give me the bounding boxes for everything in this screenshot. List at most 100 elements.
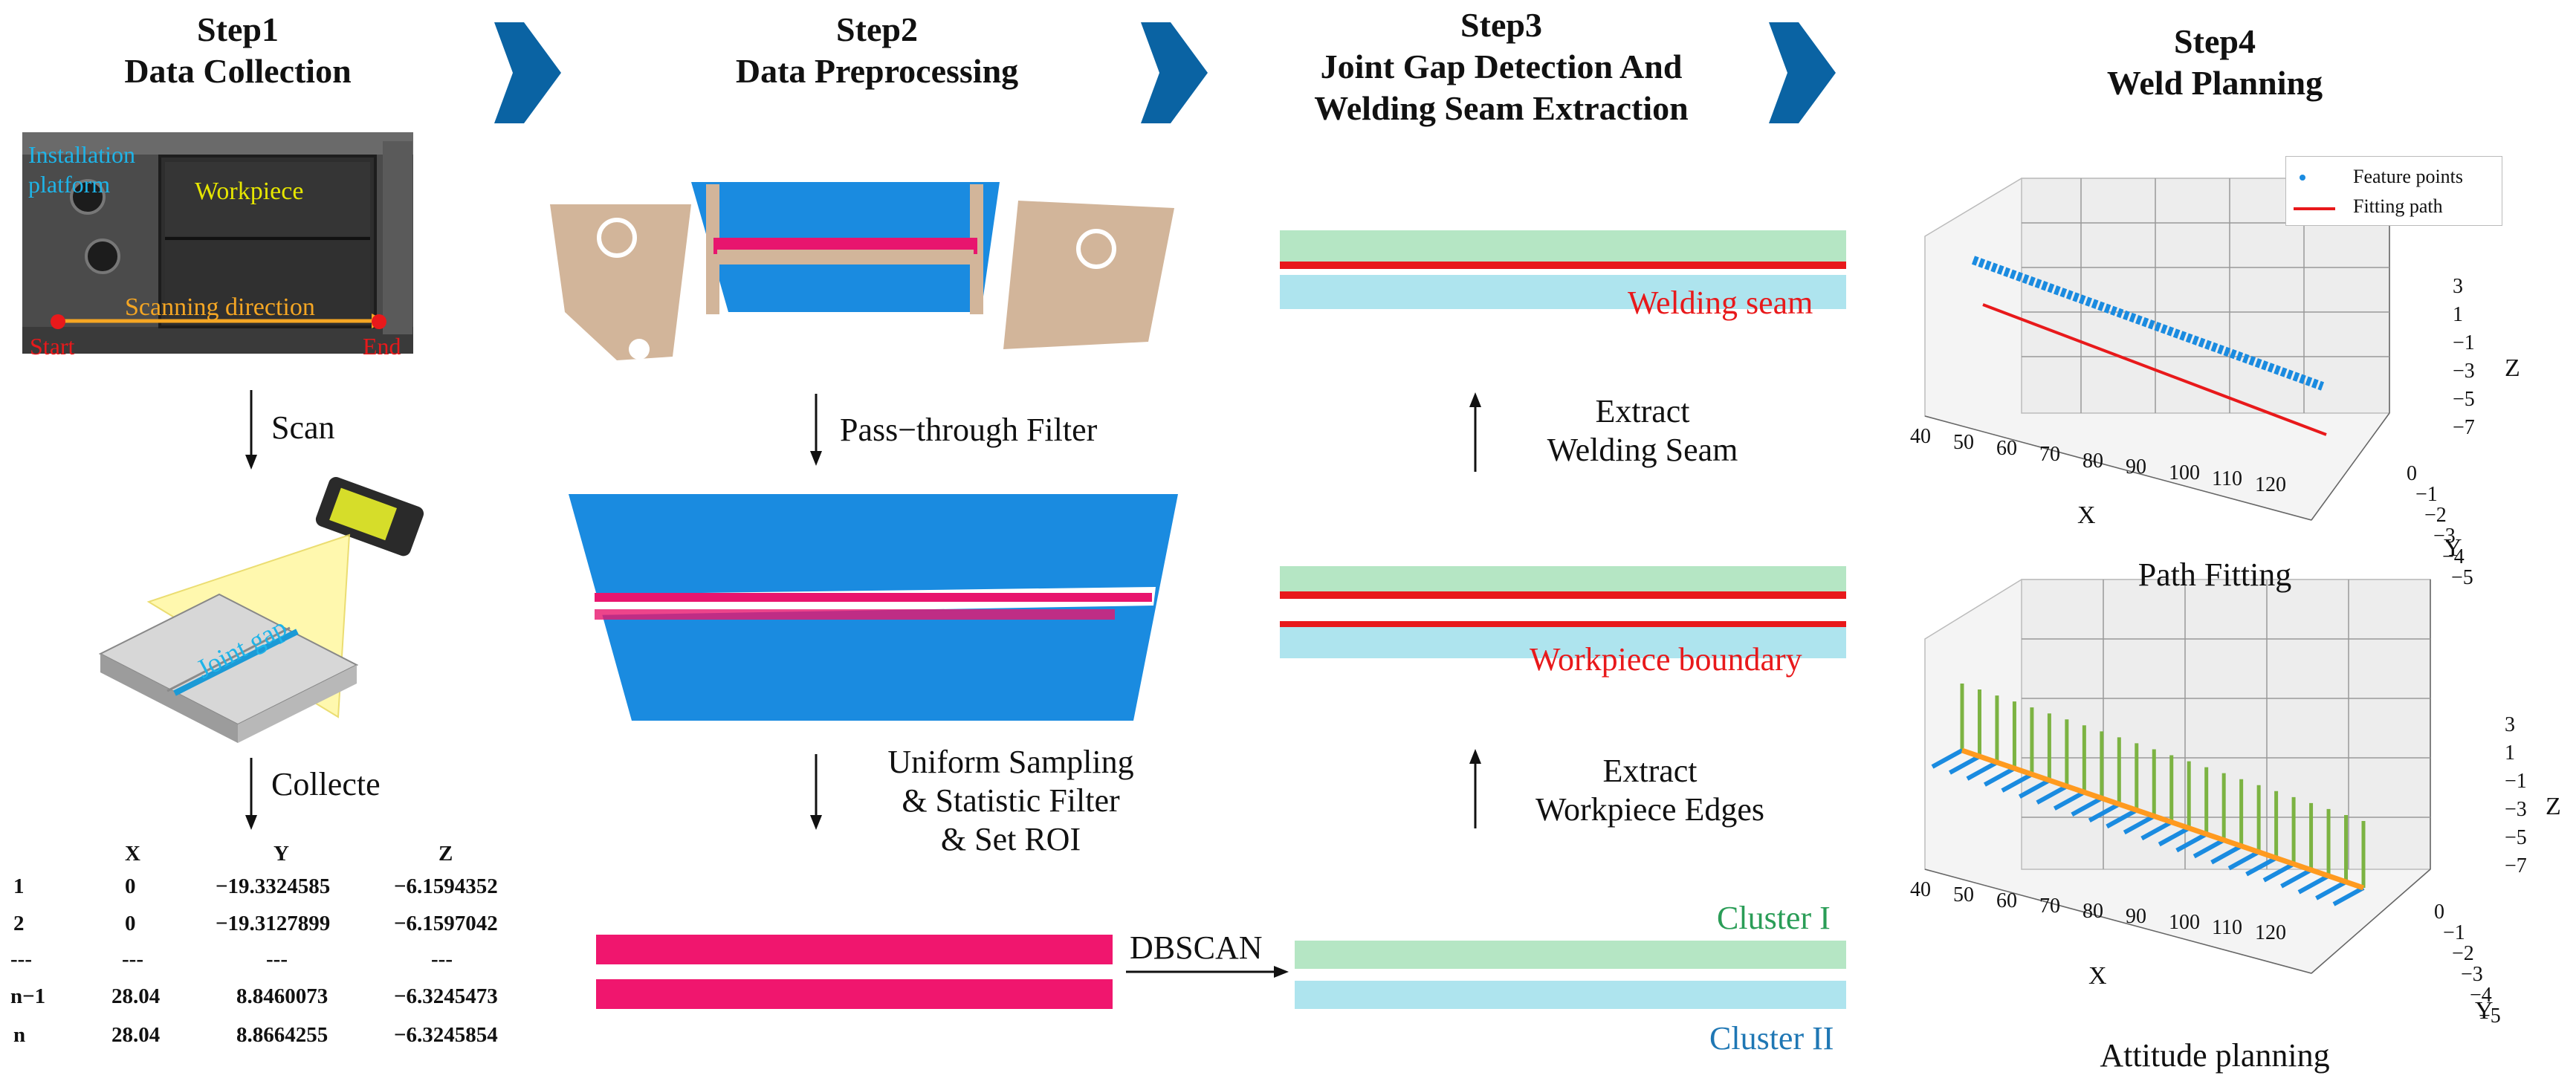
- z-tick-label: −7: [2453, 416, 2475, 439]
- table-row-index: ---: [10, 947, 32, 971]
- plot2-z-axis-label: Z: [2546, 793, 2561, 820]
- step-arrow-3: [1769, 22, 1836, 123]
- workpiece-boundary-label: Workpiece boundary: [1530, 641, 1802, 678]
- x-tick-label: 70: [2039, 443, 2060, 467]
- pose-direction-vector: [1983, 766, 2016, 787]
- step3-title: Step3 Joint Gap Detection And Welding Se…: [1219, 4, 1784, 129]
- plot2-x-axis-label: X: [2088, 962, 2107, 990]
- x-tick-label: 40: [1910, 878, 1931, 901]
- y-tick-label: −2: [2452, 942, 2474, 965]
- y-tick-label: −2: [2424, 504, 2447, 527]
- extract-seam-label: Extract Welding Seam: [1501, 392, 1784, 470]
- y-tick-label: −3: [2461, 963, 2483, 986]
- table-row-index: n: [13, 1023, 26, 1047]
- x-tick-label: 110: [2212, 467, 2242, 490]
- pass-through-filter-label: Pass−through Filter: [840, 412, 1098, 448]
- y-tick-label: −4: [2470, 984, 2492, 1007]
- table-cell-y: 8.8460073: [236, 984, 329, 1008]
- table-header-x: X: [125, 842, 140, 866]
- x-tick-label: 70: [2039, 894, 2060, 918]
- table-cell-x: ---: [122, 947, 143, 971]
- pose-direction-vector: [2227, 850, 2260, 871]
- workpiece-label: Workpiece: [195, 178, 304, 205]
- z-tick-label: 3: [2453, 275, 2463, 298]
- extract-edges-line2: Workpiece Edges: [1535, 791, 1764, 828]
- table-cell-x: 28.04: [111, 1023, 161, 1047]
- step2-title: Step2 Data Preprocessing: [654, 9, 1100, 92]
- plot1-z-axis-label: Z: [2505, 354, 2520, 382]
- pose-direction-vector: [2175, 831, 2208, 853]
- y-tick-label: −3: [2433, 525, 2456, 548]
- legend-feature-marker: [2300, 175, 2305, 181]
- table-header-y: Y: [274, 842, 289, 866]
- table-cell-y: 8.8664255: [236, 1023, 329, 1047]
- pose-direction-vector: [2071, 796, 2103, 817]
- pose-direction-vector: [2262, 862, 2295, 883]
- pose-direction-vector: [2158, 825, 2190, 847]
- pose-direction-vector: [2245, 856, 2278, 877]
- plot1-y-axis-label: Y: [2444, 534, 2462, 562]
- x-tick-label: 50: [1953, 883, 1974, 907]
- x-tick-label: 90: [2126, 905, 2146, 929]
- table-cell-z: −6.1597042: [394, 912, 498, 935]
- table-cell-x: 28.04: [111, 984, 161, 1008]
- table-row-index: 2: [13, 912, 25, 935]
- x-tick-label: 100: [2169, 461, 2200, 484]
- attitude-planning-plot: [1924, 579, 2431, 974]
- step-arrow-1: [494, 22, 561, 123]
- pose-direction-vector: [2018, 778, 2051, 799]
- z-tick-label: −5: [2453, 388, 2475, 411]
- path-fitting-plot: [1924, 178, 2390, 521]
- x-tick-label: 120: [2255, 473, 2286, 496]
- z-tick-label: 3: [2505, 713, 2515, 736]
- step1-title: Step1 Data Collection: [59, 9, 416, 92]
- plot2-y-axis-label: Y: [2475, 997, 2494, 1025]
- y-tick-label: 0: [2434, 900, 2444, 924]
- pose-direction-vector: [2192, 838, 2225, 859]
- x-tick-label: 80: [2083, 900, 2103, 923]
- sampling-label: Uniform Sampling & Statistic Filter & Se…: [855, 743, 1167, 859]
- scan-label: Scan: [271, 409, 335, 446]
- pose-direction-vector: [2001, 772, 2033, 793]
- legend-fitting-line: [2294, 207, 2335, 210]
- end-label: End: [363, 333, 401, 360]
- extract-edges-label: Extract Workpiece Edges: [1501, 752, 1799, 829]
- table-row-index: 1: [13, 874, 25, 898]
- z-tick-label: −7: [2505, 854, 2527, 877]
- legend-fitting-label: Fitting path: [2353, 195, 2443, 217]
- cluster-bands: [1295, 941, 1846, 1009]
- installation-platform-label: Installation platform: [28, 141, 135, 198]
- extract-seam-line1: Extract: [1595, 393, 1690, 429]
- laser-scanner: [315, 477, 424, 556]
- attitude-planning-caption: Attitude planning: [2100, 1037, 2330, 1074]
- pose-direction-vector: [1949, 754, 1981, 775]
- plot1-x-axis-label: X: [2077, 502, 2096, 529]
- z-tick-label: −1: [2505, 770, 2527, 793]
- table-cell-x: 0: [125, 912, 136, 935]
- cluster1-label: Cluster I: [1717, 900, 1831, 936]
- pose-direction-vector: [2123, 814, 2155, 835]
- start-label: Start: [30, 333, 75, 360]
- z-tick-label: 1: [2505, 741, 2515, 765]
- scanning-direction-label: Scanning direction: [125, 293, 315, 321]
- table-cell-z: −6.1594352: [394, 874, 498, 898]
- workpiece-photo: [22, 132, 413, 354]
- cluster2-label: Cluster II: [1709, 1020, 1834, 1057]
- x-tick-label: 80: [2083, 449, 2103, 473]
- table-header-z: Z: [438, 842, 453, 866]
- x-tick-label: 60: [1996, 889, 2017, 912]
- y-tick-label: −1: [2443, 921, 2465, 944]
- pose-direction-vector: [2140, 820, 2173, 841]
- table-cell-x: 0: [125, 874, 136, 898]
- extract-edges-line1: Extract: [1602, 753, 1698, 789]
- z-tick-label: −5: [2505, 826, 2527, 849]
- pose-direction-vector: [1931, 748, 1964, 769]
- table-cell-y: ---: [266, 947, 288, 971]
- y-tick-label: −5: [2479, 1005, 2501, 1028]
- pose-direction-vector: [2297, 874, 2330, 895]
- sampling-label-line3: & Set ROI: [940, 821, 1081, 857]
- x-tick-label: 90: [2126, 455, 2146, 478]
- pose-direction-vector: [2036, 784, 2068, 805]
- x-tick-label: 120: [2255, 921, 2286, 944]
